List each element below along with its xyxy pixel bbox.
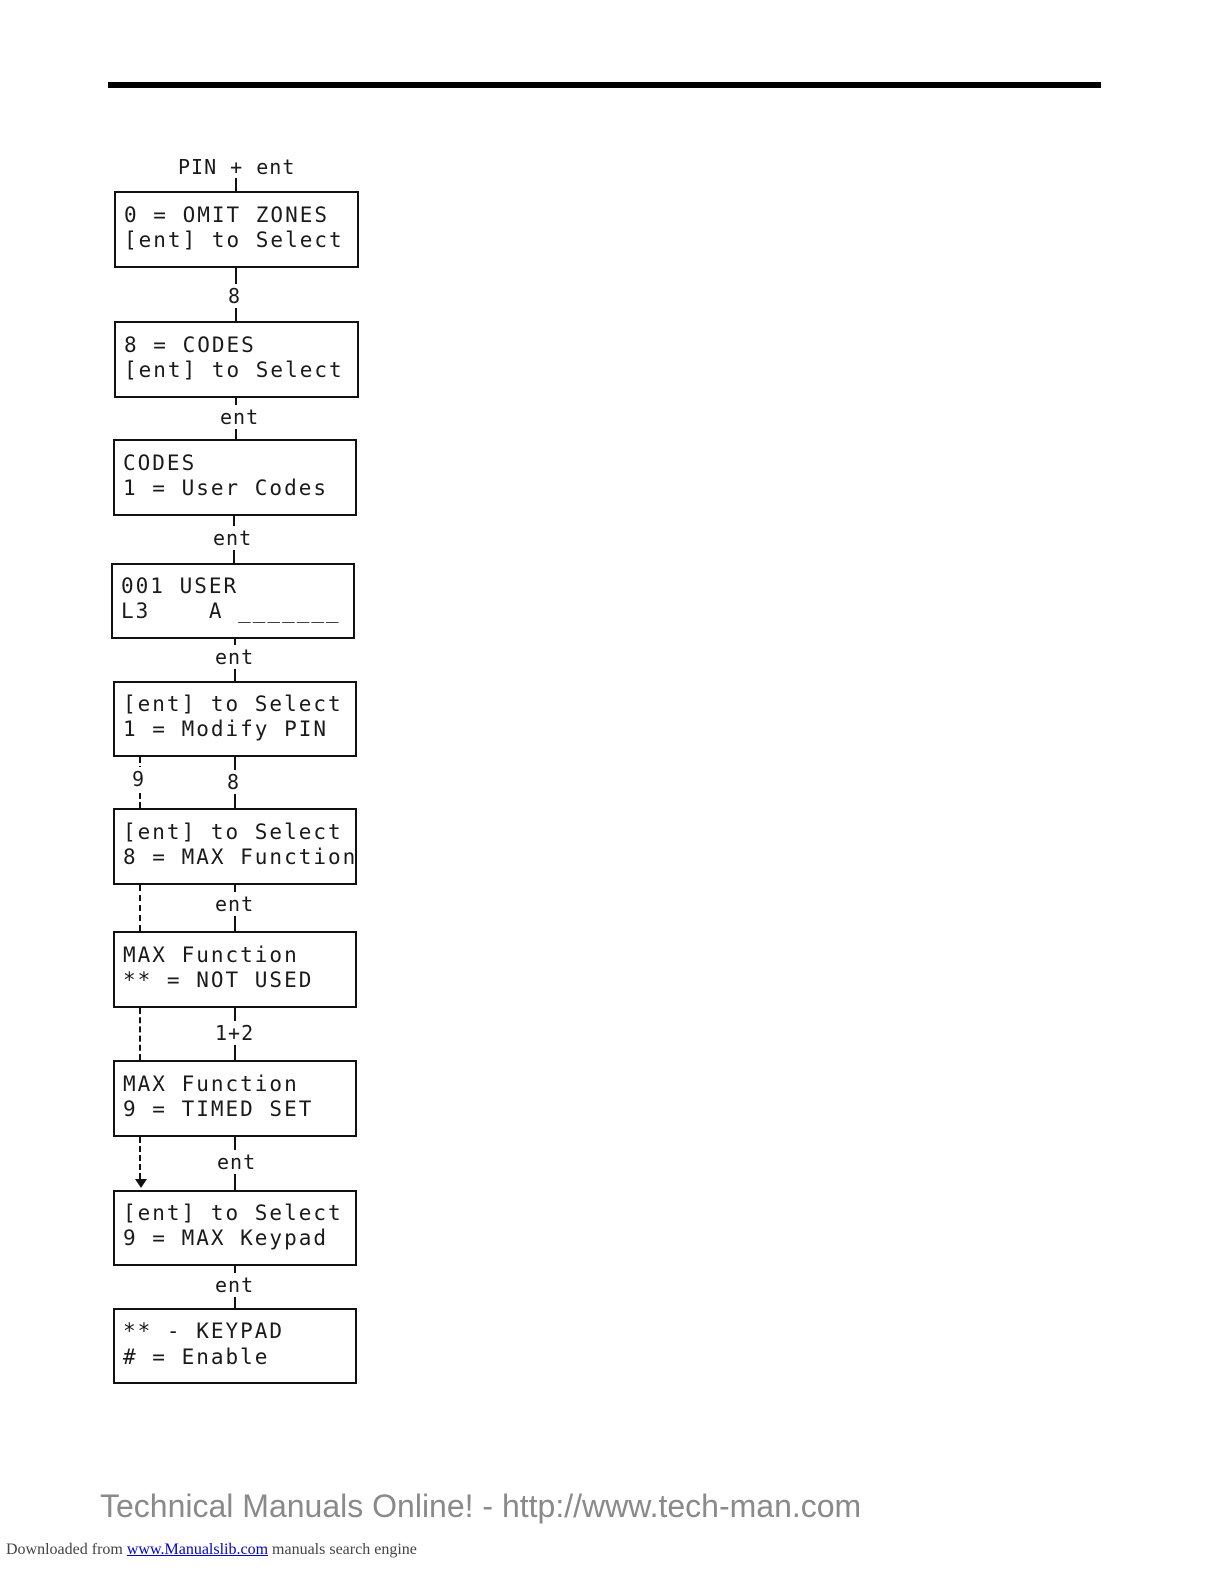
box-line-2: 9 = MAX Keypad (123, 1226, 329, 1250)
box-line-2: 1 = User Codes (123, 476, 329, 500)
box-line-1: [ent] to Select (123, 1201, 343, 1225)
footer-suffix: manuals search engine (268, 1541, 417, 1558)
box-line-1: ** - KEYPAD (123, 1319, 285, 1343)
transition-label-3: ent (211, 526, 255, 550)
transition-label-8: ent (215, 1150, 259, 1174)
box-line-2: 9 = TIMED SET (123, 1097, 314, 1121)
transition-label-4: ent (213, 645, 257, 669)
box-line-1: 0 = OMIT ZONES (124, 203, 330, 227)
transition-label-1: 8 (226, 284, 244, 308)
box-line-2: L3 A _______ (121, 599, 341, 623)
alt-path-dashed-4 (139, 1137, 141, 1179)
box-line-1: CODES (123, 451, 197, 475)
header-rule (108, 82, 1101, 88)
box-line-1: MAX Function (123, 1072, 299, 1096)
box-line-2: # = Enable (123, 1345, 270, 1369)
box-line-2: [ent] to Select (124, 228, 344, 252)
menu-box-omit-zones: 0 = OMIT ZONES [ent] to Select (114, 191, 359, 268)
box-line-2: 8 = MAX Function (123, 845, 358, 869)
menu-box-max-function-select: [ent] to Select 8 = MAX Function (113, 808, 357, 885)
alt-path-dashed-3 (139, 1008, 141, 1060)
menu-box-max-not-used: MAX Function ** = NOT USED (113, 931, 357, 1008)
box-line-1: [ent] to Select (123, 820, 343, 844)
alt-path-arrow-icon (135, 1179, 147, 1188)
footer-prefix: Downloaded from (6, 1541, 127, 1558)
connector-start (235, 178, 237, 191)
transition-label-5: 8 (225, 770, 243, 794)
transition-label-6: ent (213, 892, 257, 916)
alt-path-dashed-2 (139, 885, 141, 931)
alt-path-label: 9 (130, 767, 148, 791)
box-line-1: 001 USER (121, 574, 239, 598)
box-line-2: 1 = Modify PIN (123, 717, 329, 741)
transition-label-2: ent (218, 405, 262, 429)
footer-watermark: Technical Manuals Online! - http://www.t… (100, 1488, 862, 1524)
menu-box-user-001: 001 USER L3 A _______ (111, 563, 355, 639)
box-line-2: [ent] to Select (124, 358, 344, 382)
menu-box-modify-pin: [ent] to Select 1 = Modify PIN (113, 681, 357, 757)
menu-box-keypad-enable: ** - KEYPAD # = Enable (113, 1308, 357, 1384)
box-line-1: MAX Function (123, 943, 299, 967)
menu-box-codes: 8 = CODES [ent] to Select (114, 321, 359, 398)
box-line-2: ** = NOT USED (123, 968, 314, 992)
box-line-1: [ent] to Select (123, 692, 343, 716)
box-line-1: 8 = CODES (124, 333, 256, 357)
transition-label-7: 1+2 (213, 1021, 257, 1045)
footer-download-note: Downloaded from www.Manualslib.com manua… (6, 1541, 417, 1559)
transition-label-9: ent (213, 1273, 257, 1297)
menu-box-max-keypad: [ent] to Select 9 = MAX Keypad (113, 1190, 357, 1266)
manualslib-link[interactable]: www.Manualslib.com (126, 1541, 269, 1558)
start-label: PIN + ent (176, 155, 298, 179)
menu-box-codes-user: CODES 1 = User Codes (113, 439, 357, 516)
menu-box-timed-set: MAX Function 9 = TIMED SET (113, 1060, 357, 1137)
